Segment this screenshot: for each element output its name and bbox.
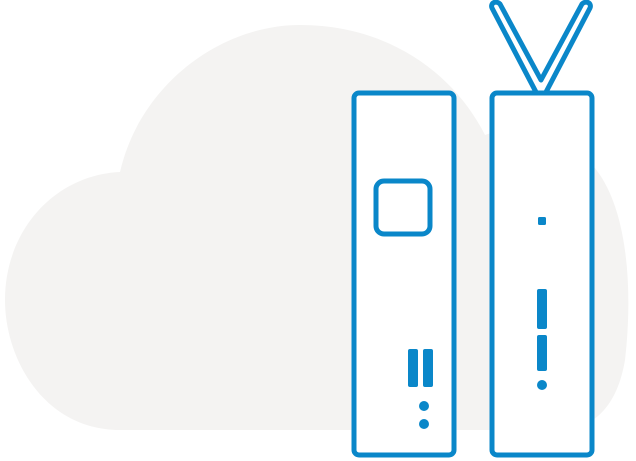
- antenna-pair: [489, 0, 593, 97]
- cloud-icon: [5, 25, 629, 430]
- router-indicator-bar-right: [423, 349, 433, 387]
- antenna-device-led-square: [538, 217, 546, 225]
- antenna-device-bar-top: [537, 289, 547, 329]
- antenna-device-led-dot: [537, 380, 547, 390]
- router-device-icon: [351, 90, 457, 458]
- router-square-button: [373, 178, 433, 237]
- cloud-shape: [5, 25, 629, 430]
- router-led-dot-top: [419, 401, 429, 411]
- router-indicator-bar-left: [408, 349, 418, 387]
- router-led-dot-bottom: [419, 419, 429, 429]
- antenna-device-bar-bottom: [537, 335, 547, 371]
- antenna-device-icon: [489, 0, 595, 458]
- router-body: [351, 90, 457, 458]
- antenna-device-body: [489, 90, 595, 458]
